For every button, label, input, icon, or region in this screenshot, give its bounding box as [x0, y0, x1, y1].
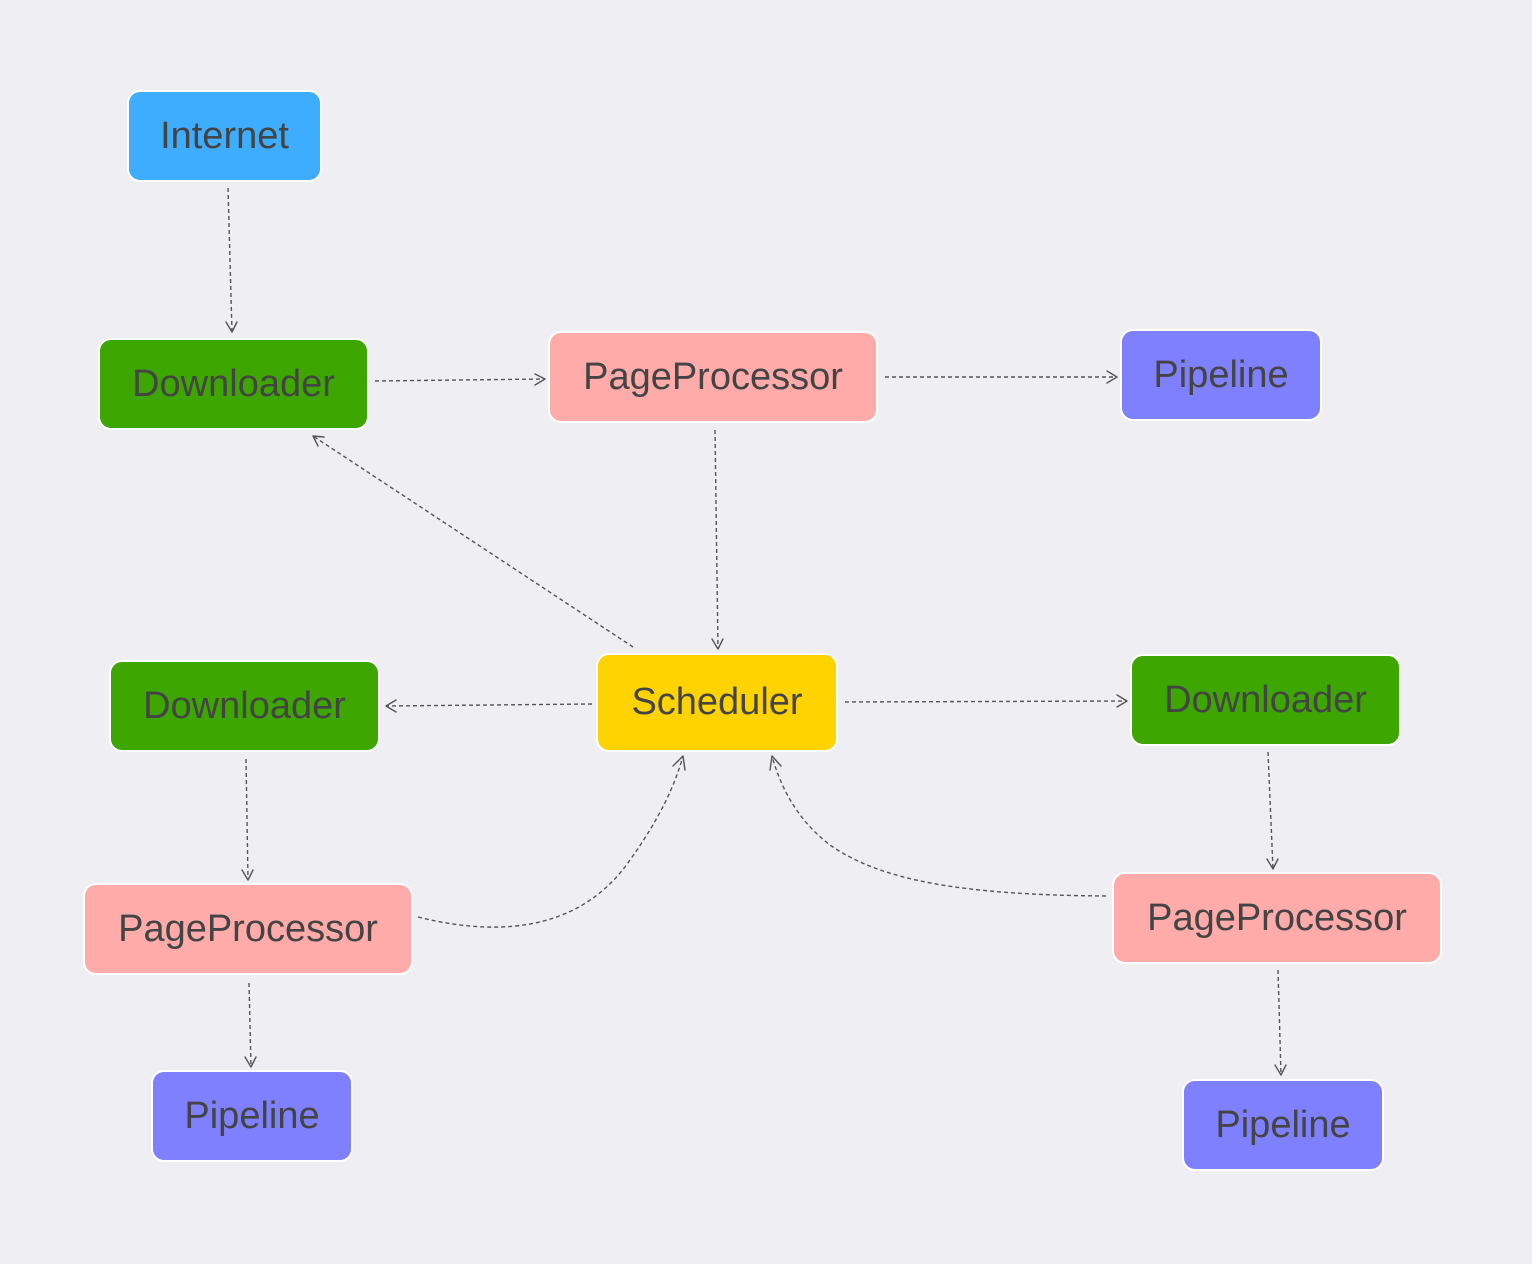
edge-pageprocessor-top-to-pipeline-top	[885, 370, 1118, 384]
edge-internet-to-downloader-top	[225, 187, 238, 333]
edge-pageprocessor-right-to-scheduler	[769, 755, 1107, 897]
edge-scheduler-to-downloader-left	[385, 699, 593, 713]
edge-pageprocessor-left-to-scheduler	[417, 755, 686, 928]
pageprocessor-node-left[interactable]: PageProcessor	[83, 883, 413, 975]
edge-scheduler-to-downloader-right	[844, 694, 1128, 708]
edge-pageprocessor-right-to-pipeline-right	[1274, 969, 1287, 1076]
edge-downloader-top-to-pageprocessor-top	[374, 373, 546, 386]
edge-downloader-right-to-pageprocessor-right	[1266, 751, 1279, 870]
edge-pageprocessor-top-to-scheduler	[711, 429, 724, 650]
pipeline-node-top[interactable]: Pipeline	[1120, 329, 1322, 421]
edge-scheduler-to-downloader-top	[312, 435, 634, 648]
pipeline-node-left[interactable]: Pipeline	[151, 1070, 353, 1162]
internet-node[interactable]: Internet	[127, 90, 322, 182]
downloader-node-left[interactable]: Downloader	[109, 660, 380, 752]
pageprocessor-node-top[interactable]: PageProcessor	[548, 331, 878, 423]
edge-pageprocessor-left-to-pipeline-left	[244, 982, 257, 1068]
downloader-node-top[interactable]: Downloader	[98, 338, 369, 430]
downloader-node-right[interactable]: Downloader	[1130, 654, 1401, 746]
edge-downloader-left-to-pageprocessor-left	[241, 758, 254, 881]
scheduler-node[interactable]: Scheduler	[596, 653, 838, 752]
pageprocessor-node-right[interactable]: PageProcessor	[1112, 872, 1442, 964]
pipeline-node-right[interactable]: Pipeline	[1182, 1079, 1384, 1171]
